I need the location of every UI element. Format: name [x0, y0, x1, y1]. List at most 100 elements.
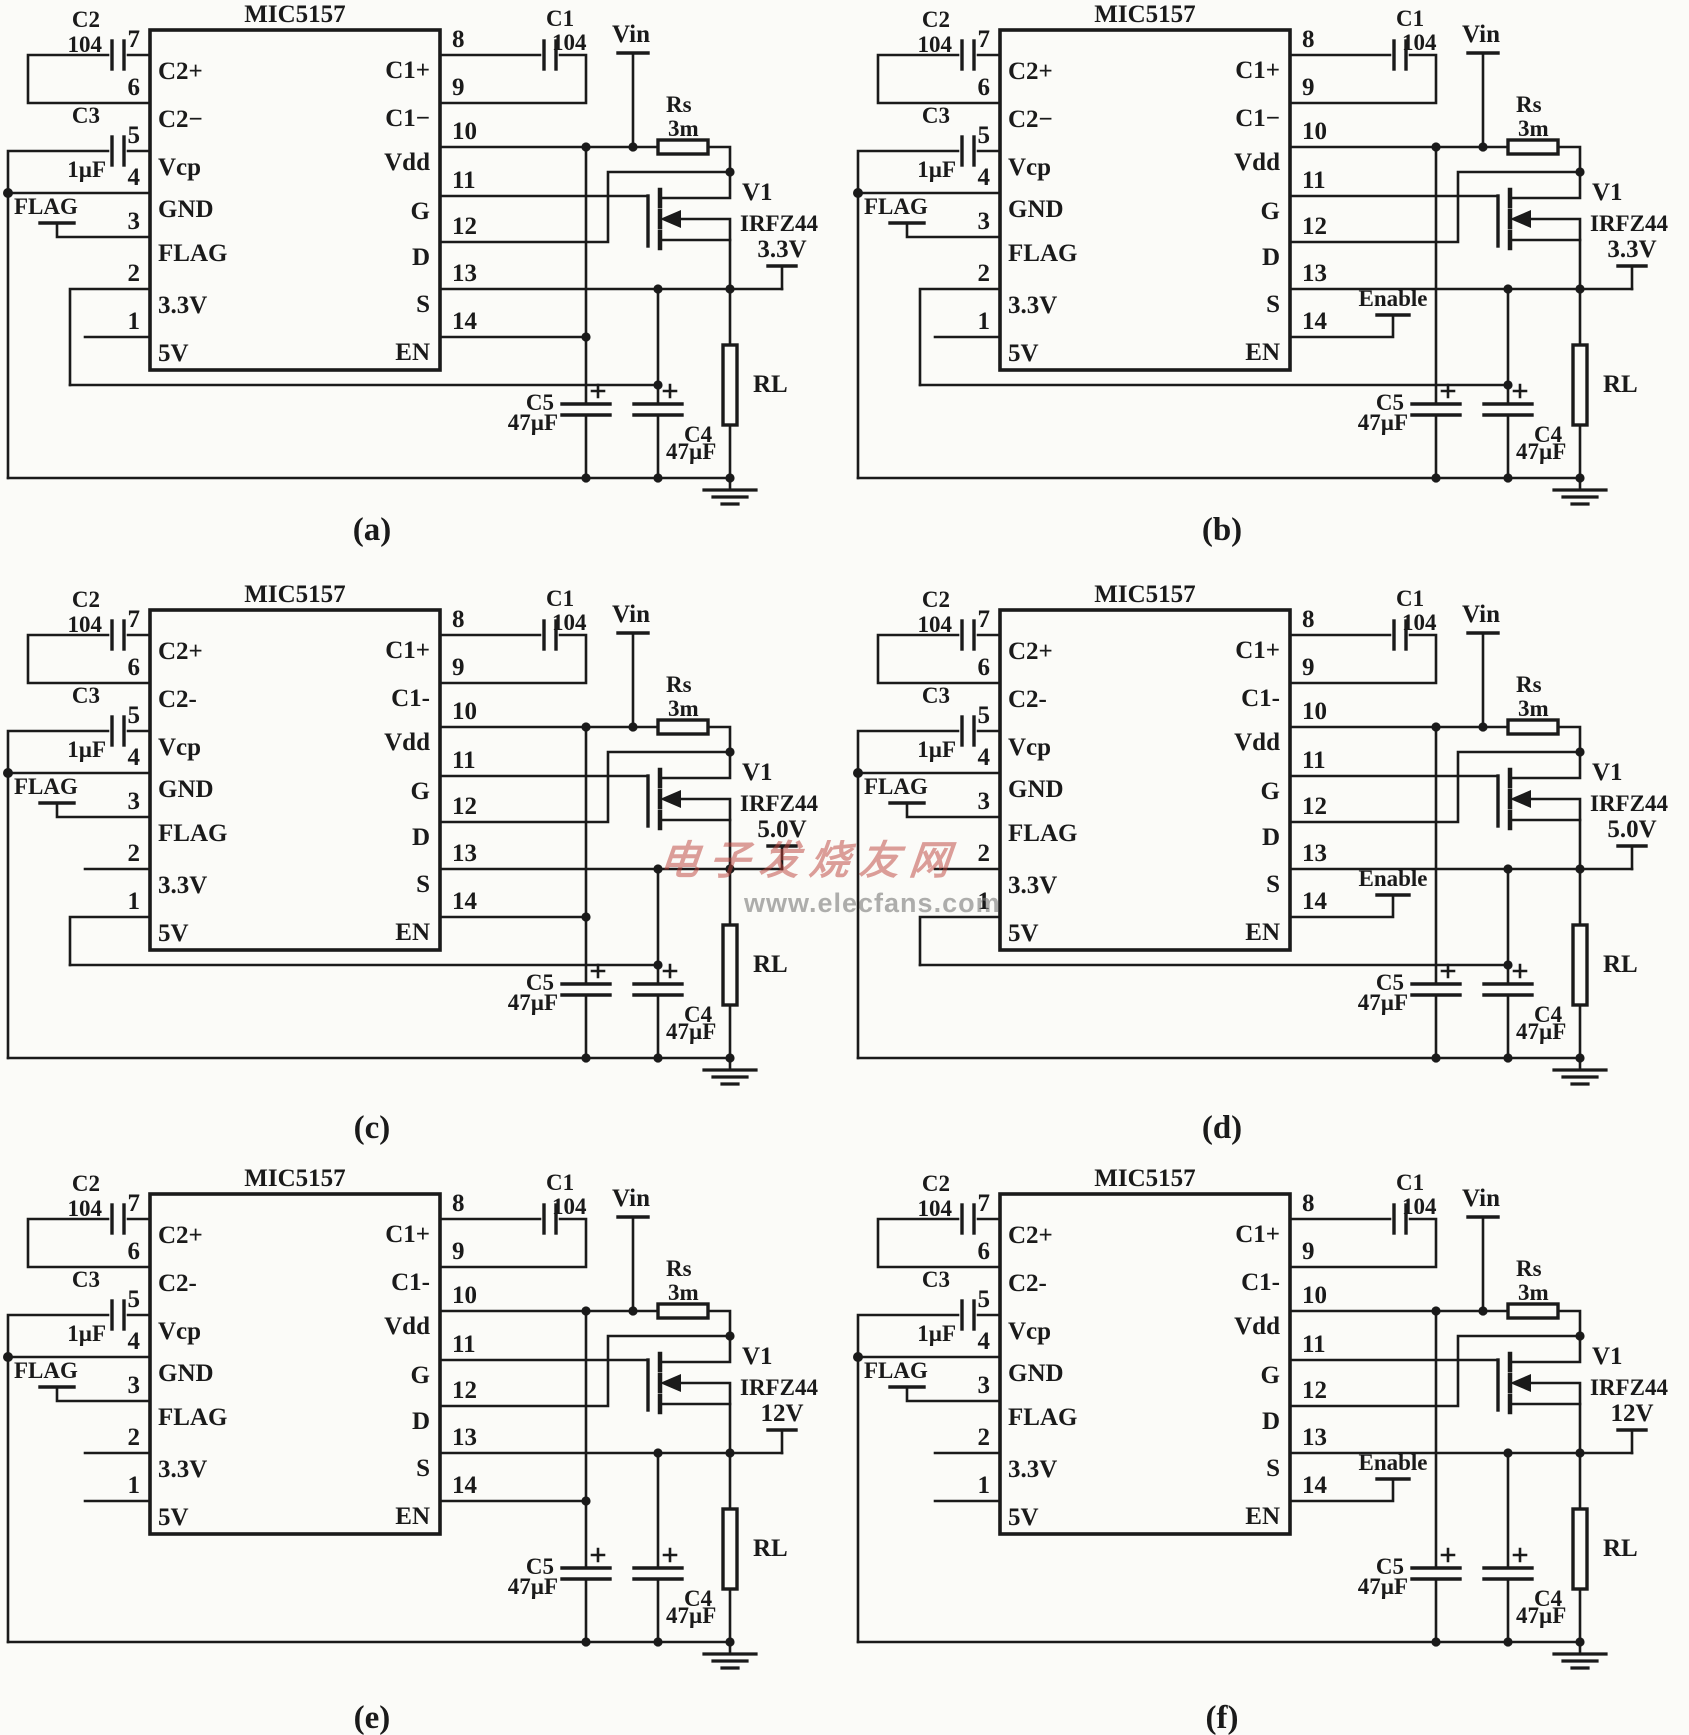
circuit-schematic: MIC5157 C2 104 C3 1µF FLAG: [853, 1, 1668, 548]
pin-number: 2: [978, 1424, 991, 1451]
pin-label: C2-: [1008, 1270, 1047, 1297]
wires-right: [6, 1215, 784, 1644]
component-value-c1: 104: [552, 610, 587, 635]
ic-title: MIC5157: [244, 1, 345, 28]
pin-label: 3.3V: [1008, 292, 1057, 319]
enable-terminal-icon: [1288, 1477, 1411, 1503]
component-ref-c3: C3: [72, 1267, 100, 1292]
pin-label: 3.3V: [1008, 872, 1057, 899]
component-value-c3: 1µF: [67, 157, 106, 182]
component-ref-rs: Rs: [666, 92, 692, 117]
pin-number: 9: [1302, 654, 1315, 681]
wires-left: [6, 1217, 152, 1644]
vin-label: Vin: [612, 1185, 650, 1212]
pin-label: Vcp: [158, 1318, 201, 1345]
pin-label: 3.3V: [1008, 1456, 1057, 1483]
pin-label: S: [416, 871, 430, 898]
pin-label: 5V: [1008, 920, 1039, 947]
pin-label: C1+: [385, 637, 430, 664]
pin-label: 5V: [158, 340, 189, 367]
wires-left: [856, 633, 1002, 1060]
junction-dots: [3, 142, 735, 483]
pin-label: G: [411, 198, 430, 225]
ic-box: [148, 28, 442, 372]
component-ref-c2: C2: [922, 587, 950, 612]
mosfet-icon: [1496, 1334, 1582, 1455]
c2-capacitor-icon: [960, 619, 976, 651]
rl-resistor-icon: [1571, 923, 1589, 1007]
pin-number: 1: [978, 888, 991, 915]
pin-number: 13: [1302, 260, 1327, 287]
pin-number: 2: [978, 840, 991, 867]
wires-right: [6, 51, 784, 480]
ic-title: MIC5157: [1094, 1165, 1195, 1192]
pin-label: D: [1262, 1408, 1280, 1435]
component-ref-rl: RL: [1603, 371, 1638, 398]
pin-label: C1-: [391, 1269, 430, 1296]
pin-label: D: [412, 1408, 430, 1435]
pin-number: 3: [978, 208, 991, 235]
pin-number: 7: [128, 1190, 141, 1217]
pin-label: 3.3V: [158, 872, 207, 899]
pin-number: 12: [1302, 213, 1327, 240]
c1-capacitor-icon: [542, 619, 558, 651]
pin-number: 6: [128, 1238, 141, 1265]
component-value-rs: 3m: [668, 116, 699, 141]
ic-box: [148, 608, 442, 952]
c4-capacitor-icon: [632, 1451, 684, 1644]
pin-label: Vdd: [1234, 1313, 1280, 1340]
pin-number: 4: [978, 1328, 991, 1355]
pin-number: 3: [128, 1372, 141, 1399]
output-terminal-icon: [1616, 264, 1648, 291]
pin-label: C1−: [1235, 105, 1280, 132]
c2-capacitor-icon: [110, 39, 126, 71]
pin-number: 13: [452, 840, 477, 867]
circuit-schematic: MIC5157 C2 104 C3 1µF FLAG: [853, 581, 1668, 1146]
rl-resistor-icon: [1571, 343, 1589, 427]
pin-number: 1: [128, 308, 141, 335]
component-value-c3: 1µF: [67, 737, 106, 762]
output-voltage-label: 3.3V: [1607, 236, 1656, 263]
ic-title: MIC5157: [244, 1165, 345, 1192]
mosfet-part: IRFZ44: [740, 211, 818, 236]
pin-label: C1-: [1241, 685, 1280, 712]
component-ref-c1: C1: [546, 1170, 574, 1195]
pin-label: 3.3V: [158, 1456, 207, 1483]
component-ref-rs: Rs: [666, 1256, 692, 1281]
component-value-c2: 104: [918, 612, 953, 637]
pin-label: 5V: [1008, 1504, 1039, 1531]
pin-number: 13: [452, 260, 477, 287]
component-ref-rl: RL: [753, 951, 788, 978]
vin-label: Vin: [1462, 1185, 1500, 1212]
component-ref-c1: C1: [1396, 1170, 1424, 1195]
pin-label: C2+: [1008, 638, 1053, 665]
pin-label: D: [412, 824, 430, 851]
pin-label: C1+: [1235, 637, 1280, 664]
pin-label: C1-: [391, 685, 430, 712]
output-voltage-label: 5.0V: [1607, 816, 1656, 843]
pin-label: C1−: [385, 105, 430, 132]
junction-dots: [3, 1306, 735, 1647]
pin-number: 10: [1302, 1282, 1327, 1309]
pin-label: EN: [395, 919, 430, 946]
output-terminal-icon: [766, 264, 798, 291]
enable-label: Enable: [1358, 1450, 1427, 1475]
component-value-c2: 104: [68, 32, 103, 57]
component-value-c3: 1µF: [67, 1321, 106, 1346]
flag-label: FLAG: [14, 1358, 78, 1383]
pin-number: 14: [1302, 308, 1328, 335]
enable-label-group: Enable: [1358, 286, 1427, 311]
pin-number: 7: [978, 606, 991, 633]
component-ref-c2: C2: [72, 587, 100, 612]
circuit-schematic: MIC5157 C2 104 C3 1µF FLAG: [3, 581, 818, 1146]
component-ref-c2: C2: [922, 1171, 950, 1196]
c5-capacitor-icon: [560, 145, 612, 480]
sense-loop-pin2: [918, 287, 1002, 387]
wires-right: [856, 51, 1634, 480]
pin-number: 12: [452, 213, 477, 240]
pin-number: 12: [452, 793, 477, 820]
flag-label: FLAG: [14, 774, 78, 799]
output-voltage-label: 3.3V: [757, 236, 806, 263]
mosfet-ref: V1: [1592, 179, 1623, 206]
component-value-c4: 47µF: [666, 1019, 716, 1044]
